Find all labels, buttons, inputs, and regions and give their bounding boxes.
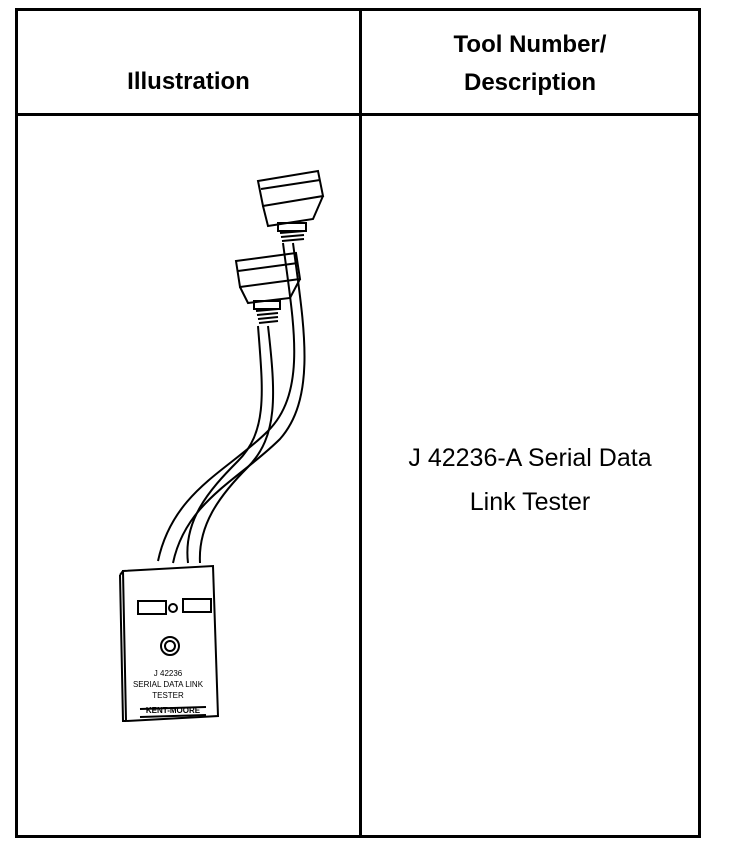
tool-description-line2: Link Tester <box>469 488 591 516</box>
header-divider <box>18 113 698 116</box>
header-tool-number-line1: Tool Number/ <box>453 31 607 58</box>
tester-model-label: J 42236 <box>154 669 183 678</box>
header-tool-number: Tool Number/ Description <box>362 11 698 113</box>
tester-box <box>119 564 220 723</box>
upper-connector <box>256 169 325 242</box>
tool-description: J 42236-A Serial Data Link Tester <box>362 436 698 524</box>
cable-2 <box>172 242 306 564</box>
lower-connector <box>234 251 302 324</box>
tester-brand-label: KENT-MOORE <box>146 706 201 715</box>
serial-data-link-tester-illustration: J 42236 SERIAL DATA LINK TESTER KENT-MOO… <box>118 161 348 736</box>
tester-name-line2-label: TESTER <box>152 691 184 700</box>
header-illustration: Illustration <box>127 68 250 95</box>
tool-table: Illustration Tool Number/ Description <box>15 8 701 838</box>
tool-description-line1: J 42236-A Serial Data <box>408 444 652 472</box>
cable-3 <box>186 325 263 564</box>
column-divider <box>359 11 362 835</box>
cable-4 <box>198 325 275 564</box>
tester-name-line1-label: SERIAL DATA LINK <box>133 680 204 689</box>
tester-drawing: J 42236 SERIAL DATA LINK TESTER KENT-MOO… <box>119 169 325 723</box>
header-tool-number-line2: Description <box>463 69 597 96</box>
